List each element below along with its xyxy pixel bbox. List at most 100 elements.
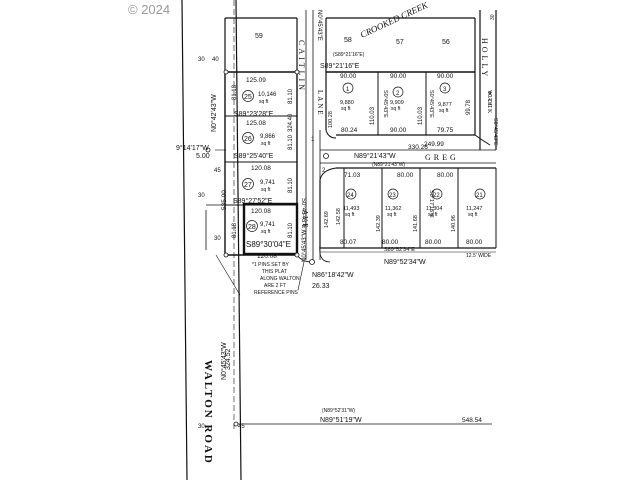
dim-140-96: 140.96 — [451, 215, 457, 232]
lane-label: LANE — [316, 90, 324, 117]
lot-area: 9,877 — [438, 102, 452, 108]
dim-90-d: 90.00 — [390, 127, 407, 134]
lot-area-unit: sq ft — [345, 212, 355, 218]
dim-40: 40 — [212, 57, 219, 63]
curve-label-2: 2 — [322, 168, 326, 174]
bearing-n89-52-31w-record: (N89°52'31"W) — [322, 408, 355, 414]
dim-12-5-wide: 12.5' WIDE — [466, 253, 492, 259]
dim-110-03-a: 110.03 — [370, 106, 376, 125]
leader-lines — [215, 149, 305, 296]
lot-area: 11,247 — [466, 206, 482, 212]
bearings: S89°21'16"E (S89°21'16"E) S89°23'28"E S8… — [176, 10, 498, 424]
bearing-s89-23-28e: S89°23'28"E — [234, 110, 274, 118]
lot-number: 2 — [396, 91, 400, 97]
dim-548-54: 548.54 — [462, 417, 482, 424]
lot-area: 10,146 — [258, 92, 277, 98]
dim-30-b: 30 — [198, 193, 205, 199]
dim-141-68: 141.68 — [413, 215, 419, 232]
lot-number: 25 — [244, 94, 252, 101]
lot-number: 24 — [347, 193, 354, 199]
lot-24: 24 11,493 sq ft — [343, 188, 359, 218]
lot-area-unit: sq ft — [261, 187, 271, 193]
vertical-dimensions: 81.18 81.18 81.10 81.10 81.10 81.10 110.… — [221, 14, 496, 370]
ave-label: AVE — [301, 210, 309, 229]
dim-45-a: 45 — [214, 168, 221, 174]
dim-142-04: 142.04 — [488, 91, 494, 108]
dim-125-09: 125.09 — [246, 77, 266, 84]
bearing-n89-21-43w-record: (N89°21'43"W) — [372, 162, 405, 168]
lot-56: 56 — [442, 39, 450, 46]
lot-area: 11,304 — [426, 206, 442, 212]
note-line-5: REFERENCE PINS — [254, 290, 299, 296]
lot-area-unit: sq ft — [259, 99, 269, 105]
bearing-s89-27-52e: S89°27'52"E — [233, 197, 273, 205]
lot-number: 26 — [244, 136, 252, 143]
lot-21: 21 11,247 sq ft — [466, 188, 486, 218]
dim-80-24: 80.24 — [341, 127, 358, 134]
bearing-n0-45-43w-road: N0°45'43"W — [220, 342, 228, 380]
walton-road-edges — [181, 0, 242, 480]
dim-90-a: 90.00 — [340, 73, 357, 80]
dim-535-00: 535.00 — [221, 190, 228, 210]
dim-71-03: 71.03 — [344, 172, 361, 179]
lot-59: 59 — [255, 33, 263, 40]
bearing-n86-18-42w: N86°18'42"W — [312, 271, 354, 279]
dim-120-08-a: 120.08 — [251, 165, 271, 172]
lot-26: 26 9,866 sq ft — [242, 132, 276, 147]
bearing-s0-45-43e-holly: S0°45'43"E — [492, 118, 498, 146]
dim-100-28: 100.28 — [328, 111, 334, 128]
lot-area: 9,909 — [390, 100, 404, 106]
subdivision-boundary — [224, 10, 497, 425]
dim-120-08-b: 120.08 — [251, 208, 271, 215]
lot-area: 9,741 — [260, 180, 276, 186]
bearing-s89-52-34e: S89°52'34"E — [384, 247, 415, 253]
lot-area: 11,493 — [343, 206, 359, 212]
dim-99-78: 99.78 — [466, 99, 472, 115]
lot-area-unit: sq ft — [341, 106, 351, 112]
lower-right-lots — [319, 167, 497, 253]
lot-2: 2 9,909 sq ft — [390, 86, 404, 112]
lot-area-unit: sq ft — [439, 108, 449, 114]
pin-note: *1 PINS SET BY THIS PLAT ALONG WALTON AR… — [252, 262, 300, 296]
dim-324-52: 324.52 — [225, 348, 232, 370]
lot-27: 27 9,741 sq ft — [242, 178, 276, 193]
bearing-s0-17-16e: S0°17'16"E — [428, 190, 434, 218]
caitlin-label: CAITLIN — [297, 40, 306, 93]
bearing-n0-45-43w-lot: N0°45'43"W — [302, 229, 308, 262]
holly-label: HOLLY — [480, 38, 489, 79]
greg-street — [320, 149, 496, 164]
dim-125-08: 125.08 — [246, 120, 266, 127]
bearing-n89-52-34w: N89°52'34"W — [384, 258, 426, 266]
dim-80-00-d: 80.00 — [425, 239, 442, 246]
dim-79-75: 79.75 — [437, 127, 454, 134]
dim-80-00-a: 80.00 — [397, 172, 414, 179]
dim-30-c: 30 — [214, 236, 221, 242]
lot-area-unit: sq ft — [261, 229, 271, 235]
dim-80-07: 80.07 — [340, 239, 357, 246]
dim-81-10-c: 81.10 — [288, 177, 294, 193]
bearing-s89-21-16e-record: (S89°21'16"E) — [333, 52, 365, 58]
note-line-3: ALONG WALTON — [260, 276, 300, 282]
lot-3: 3 9,877 sq ft — [438, 82, 452, 114]
upper-right-lots — [325, 71, 491, 146]
dim-110-03-b: 110.03 — [418, 106, 424, 125]
lot-number: 21 — [476, 193, 483, 199]
bearing-n89-21-43w: N89°21'43"W — [354, 152, 396, 160]
dim-142-39: 142.39 — [376, 215, 382, 232]
dim-81-10-a: 81.10 — [288, 88, 294, 104]
greg-label: GREG — [425, 153, 459, 162]
dim-90-b: 90.00 — [390, 73, 407, 80]
dim-30-d: 30 — [198, 424, 205, 430]
lot-number: 23 — [389, 193, 396, 199]
note-line-2: THIS PLAT — [262, 269, 287, 275]
lot-28: 28 9,741 sq ft — [246, 220, 276, 235]
lot-25: 25 10,146 sq ft — [242, 90, 277, 105]
bearing-n89-51-19w: N89°51'19"W — [320, 416, 362, 424]
bearing-s0-45-43e-ave: S0°45'43"E — [300, 198, 306, 228]
copyright-text: © 2024 — [128, 2, 170, 17]
lot-58: 58 — [344, 37, 352, 44]
dim-81-18-a: 81.18 — [232, 84, 238, 100]
dim-45-b: 45 — [238, 424, 245, 430]
lot-number: 3 — [443, 87, 447, 93]
